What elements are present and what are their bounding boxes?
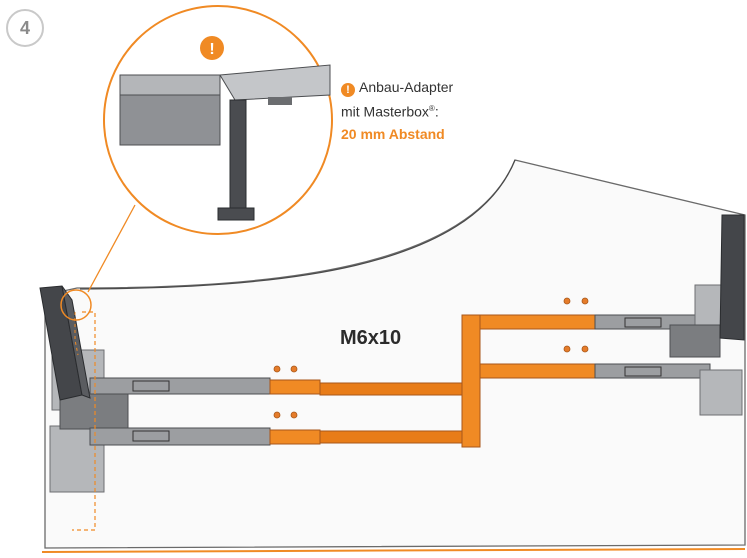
screw [581, 345, 589, 353]
orange-rail-upper-right [479, 314, 596, 330]
screw [273, 365, 281, 373]
tabletop-outline [44, 159, 746, 549]
orange-crossbar-lower [319, 430, 466, 444]
detail-target-circle [60, 289, 92, 321]
upper-rail-slot [132, 380, 170, 392]
lower-rail-left [89, 427, 271, 446]
orange-crossbar-upper [319, 382, 466, 396]
upper-rail-left [89, 377, 271, 395]
right-leg-column [719, 214, 745, 341]
screw [290, 411, 298, 419]
tabletop-curve-cutout [79, 159, 516, 290]
note-line2-suffix: : [434, 103, 439, 120]
registered-mark: ® [428, 104, 435, 113]
screw [581, 297, 589, 305]
orange-rail-upper-left [269, 379, 321, 395]
adapter-note: ! Anbau-Adapter mit Masterbox®: 20 mm Abs… [341, 76, 501, 145]
detail-view [119, 64, 331, 221]
right-mount-plate-bottom [699, 369, 743, 416]
screw [563, 297, 571, 305]
orange-rail-lower-left [269, 429, 321, 445]
right-foot [669, 324, 721, 358]
leg-detail [229, 99, 247, 211]
step-number: 4 [19, 17, 30, 38]
orange-center-beam [461, 314, 481, 448]
note-line1: Anbau-Adapter [359, 79, 454, 95]
screw [273, 411, 281, 419]
alert-icon-large-glyph: ! [209, 41, 214, 58]
screw-size-label: M6x10 [340, 327, 402, 349]
orange-rail-lower-right [479, 363, 596, 379]
exclamation-circle-icon: ! [341, 83, 355, 97]
screw-group-left [273, 365, 298, 419]
step-number-badge: 4 [6, 9, 44, 47]
alert-icon-large [200, 36, 224, 60]
detail-connector-line [87, 204, 136, 293]
left-foot [59, 392, 129, 430]
screw [563, 345, 571, 353]
tabletop-front-edge [41, 548, 746, 553]
tabletop-detail [219, 64, 331, 101]
dashed-guide-line [72, 311, 96, 531]
screw [290, 365, 298, 373]
note-line2: mit Masterbox [341, 103, 429, 120]
note-distance: 20 mm Abstand [341, 125, 445, 142]
screw-group-right [563, 297, 589, 353]
